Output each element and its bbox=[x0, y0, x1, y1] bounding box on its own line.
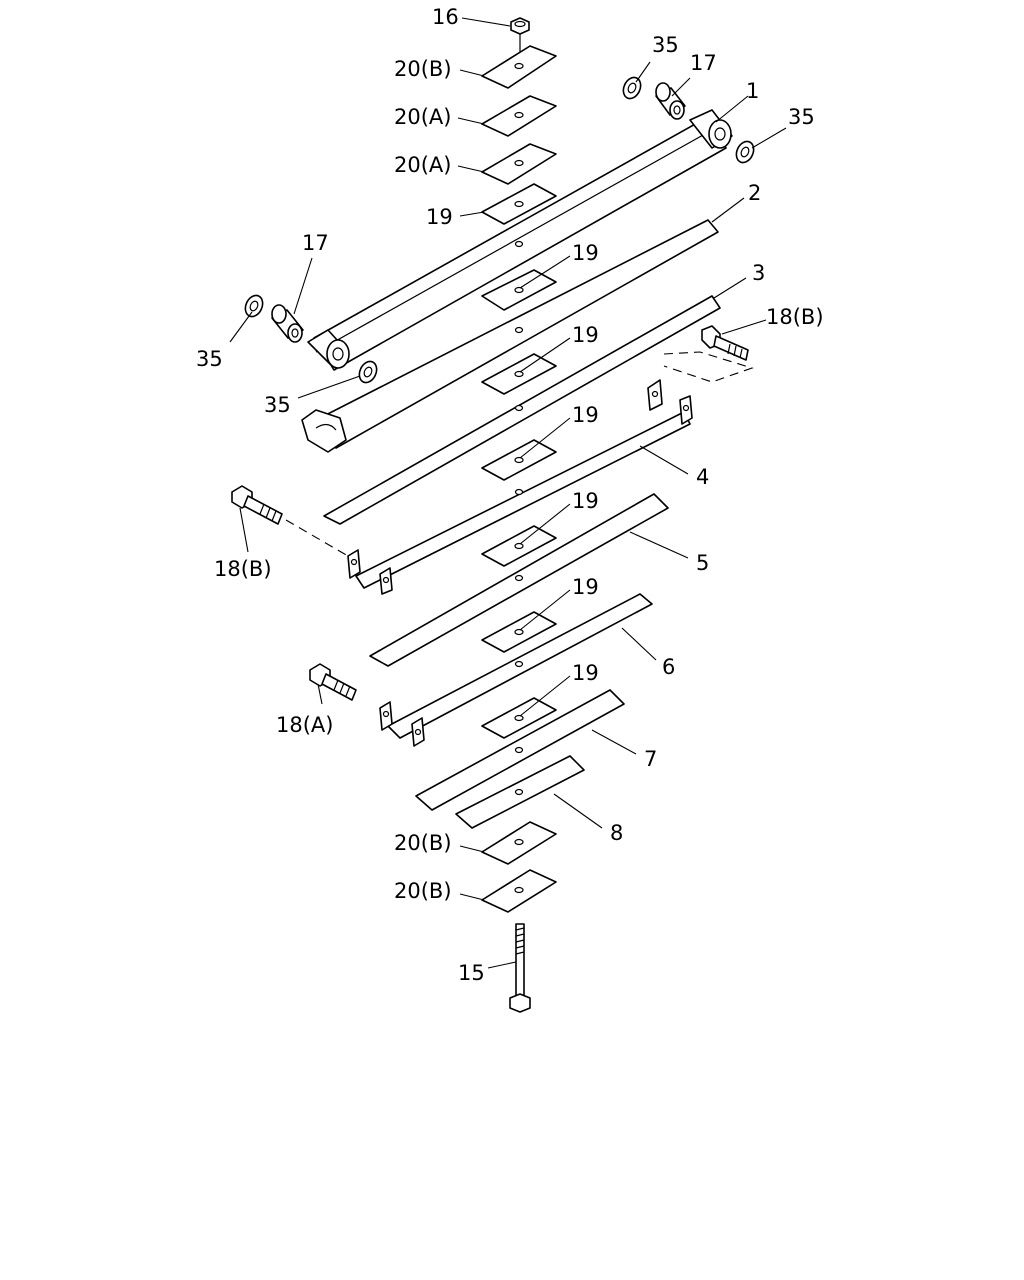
bushing-part-17-left bbox=[271, 304, 304, 343]
leader-lines bbox=[229, 17, 787, 969]
leaf-spring-part-8 bbox=[455, 755, 585, 829]
plate-part-20b-bottom-2 bbox=[481, 869, 557, 913]
callout-35-top-right: 35 bbox=[652, 33, 679, 57]
callout-20b-bottom-1: 20(B) bbox=[394, 831, 452, 855]
callout-4: 4 bbox=[696, 465, 709, 489]
pad-part-19-3 bbox=[481, 439, 557, 481]
washer-part-35-top-right bbox=[622, 76, 642, 100]
callout-17-top-right: 17 bbox=[690, 51, 717, 75]
callout-19-2: 19 bbox=[572, 323, 599, 347]
callout-19-1: 19 bbox=[572, 241, 599, 265]
pad-part-19-2 bbox=[481, 353, 557, 395]
leaf-spring-part-1 bbox=[307, 109, 733, 371]
leaf-spring-part-5 bbox=[369, 493, 669, 667]
callout-15: 15 bbox=[458, 961, 485, 985]
callout-16: 16 bbox=[432, 5, 459, 29]
callout-1: 1 bbox=[746, 79, 759, 103]
pad-part-19-top bbox=[481, 183, 557, 225]
nut-part-16 bbox=[510, 17, 530, 62]
washer-part-35-middle bbox=[358, 360, 378, 384]
washer-part-35-left bbox=[244, 294, 264, 318]
callout-18b-left: 18(B) bbox=[214, 557, 272, 581]
callout-19-6: 19 bbox=[572, 661, 599, 685]
callout-6: 6 bbox=[662, 655, 675, 679]
washer-part-35-right bbox=[735, 140, 755, 164]
plate-part-20b-top bbox=[481, 45, 557, 89]
callout-35-middle: 35 bbox=[264, 393, 291, 417]
callout-20b-bottom-2: 20(B) bbox=[394, 879, 452, 903]
callout-35-left: 35 bbox=[196, 347, 223, 371]
callout-20a-2: 20(A) bbox=[394, 153, 451, 177]
callout-7: 7 bbox=[644, 747, 657, 771]
pad-part-19-4 bbox=[481, 525, 557, 567]
leaf-spring-part-3 bbox=[323, 295, 721, 525]
bolt-part-18b-left bbox=[231, 485, 283, 525]
callout-35-right: 35 bbox=[788, 105, 815, 129]
center-bolt-part-15 bbox=[509, 923, 531, 1013]
leaf-spring-part-7 bbox=[415, 689, 625, 811]
clip-part-4 bbox=[347, 379, 693, 595]
bolt-part-18a bbox=[309, 663, 357, 701]
bolt-part-18b-right bbox=[701, 325, 749, 361]
callout-17-left: 17 bbox=[302, 231, 329, 255]
callout-19-3: 19 bbox=[572, 403, 599, 427]
leaf-spring-part-2 bbox=[301, 219, 719, 453]
callout-8: 8 bbox=[610, 821, 623, 845]
callout-19-top: 19 bbox=[426, 205, 453, 229]
plate-part-20a-1 bbox=[481, 95, 557, 137]
callout-20b-top: 20(B) bbox=[394, 57, 452, 81]
plate-part-20b-bottom-1 bbox=[481, 821, 557, 865]
pad-part-19-6 bbox=[481, 697, 557, 739]
callout-2: 2 bbox=[748, 181, 761, 205]
callout-20a-1: 20(A) bbox=[394, 105, 451, 129]
callout-3: 3 bbox=[752, 261, 765, 285]
callout-19-4: 19 bbox=[572, 489, 599, 513]
callout-18a: 18(A) bbox=[276, 713, 333, 737]
pad-part-19-5 bbox=[481, 611, 557, 653]
callout-18b-right: 18(B) bbox=[766, 305, 824, 329]
pad-part-19-1 bbox=[481, 269, 557, 311]
callout-5: 5 bbox=[696, 551, 709, 575]
plate-part-20a-2 bbox=[481, 143, 557, 185]
callout-19-5: 19 bbox=[572, 575, 599, 599]
bushing-part-17-top-right bbox=[655, 82, 686, 120]
